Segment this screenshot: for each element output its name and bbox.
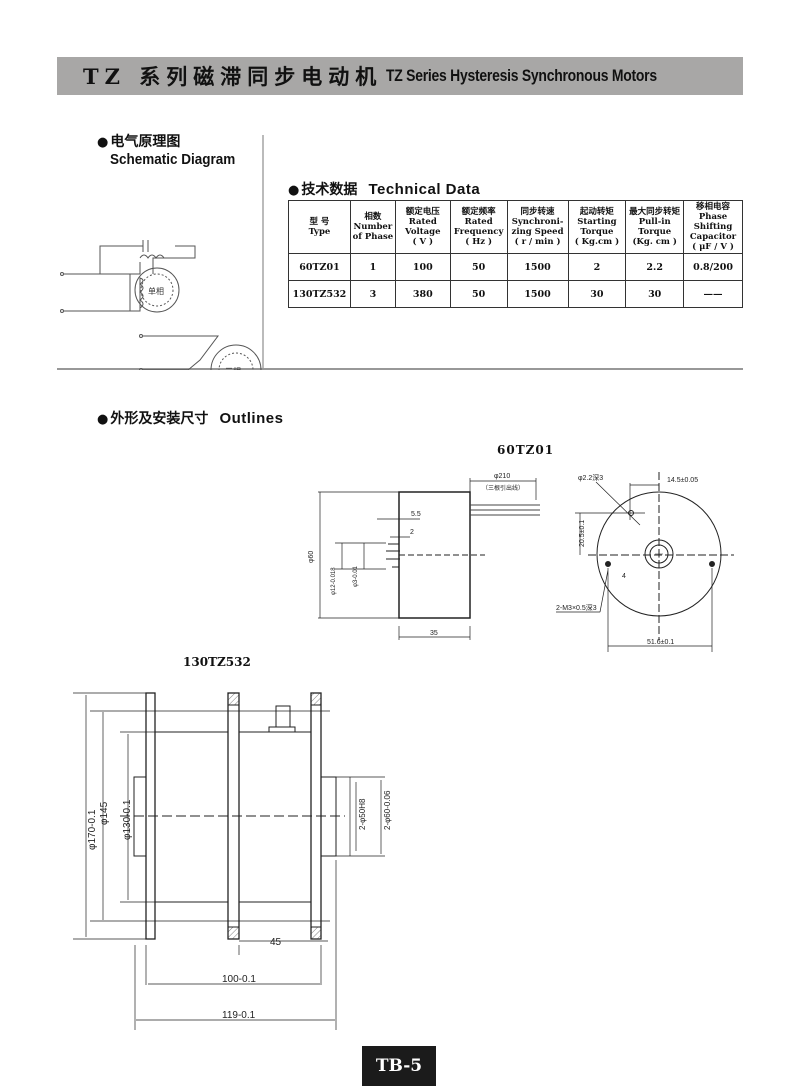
dim-dia-60: 2-φ60-0.06: [383, 790, 392, 830]
table-cell: 30: [567, 280, 627, 308]
table-cell: 130TZ532: [288, 280, 351, 308]
dim-20-5: 20.5±0.1: [579, 520, 586, 547]
dim-5-5: 5.5: [411, 511, 421, 518]
outlines-heading: ●外形及安装尺寸 Outlines: [97, 408, 283, 428]
dim-dia-3: φ3-0.01: [353, 565, 359, 587]
outlines-heading-en: Outlines: [219, 410, 284, 427]
page-number: TB-5: [362, 1046, 436, 1086]
table-cell: 1: [349, 253, 396, 281]
dim-dia-50: 2-φ50H8: [358, 798, 367, 830]
table-cell: 50: [449, 280, 508, 308]
table-cell: 3: [349, 280, 396, 308]
dim-thread: 2-M3×0.5深3: [556, 603, 597, 612]
table-cell: 1500: [506, 280, 569, 308]
dim-dia-130: φ130-0.1: [122, 799, 133, 840]
lead-note: （三根引出线）: [482, 484, 524, 492]
dim-dia-12: φ12-0.018: [331, 567, 337, 595]
dim-hole-2-2: φ2.2深3: [578, 473, 603, 482]
title-chinese: TZ 系列磁滞同步电动机: [83, 64, 383, 89]
dim-dia-60: φ60: [308, 551, 315, 563]
table-cell: 100: [394, 253, 451, 281]
dim-4: 4: [622, 573, 626, 580]
dim-lead-210: φ210: [494, 473, 510, 480]
single-phase-label: 单相: [148, 286, 164, 296]
technical-heading-cn: 技术数据: [301, 182, 358, 198]
technical-heading-en: Technical Data: [368, 181, 481, 198]
model-130tz532-label: 130TZ532: [183, 655, 251, 669]
dim-dia-145: φ145: [99, 801, 110, 825]
bullet-icon: ●: [97, 412, 109, 427]
schematic-heading: ●电气原理图 Schematic Diagram: [97, 131, 249, 168]
dim-45: 45: [270, 937, 282, 948]
dim-51-6: 51.6±0.1: [647, 639, 674, 646]
dim-dia-170: φ170-0.1: [87, 809, 98, 850]
table-cell: ——: [683, 280, 743, 308]
technical-heading: ●技术数据 Technical Data: [288, 179, 480, 199]
schematic-heading-en: Schematic Diagram: [110, 151, 236, 168]
dim-119: 119-0.1: [222, 1010, 256, 1021]
bullet-icon: ●: [97, 135, 109, 150]
dim-35: 35: [430, 630, 438, 637]
dim-2: 2: [410, 529, 414, 536]
three-phase-label: 三相: [225, 366, 241, 370]
dim-100: 100-0.1: [222, 974, 256, 985]
bullet-icon: ●: [288, 183, 300, 198]
title-bar: TZ 系列磁滞同步电动机 TZ Series Hysteresis Synchr…: [57, 57, 743, 95]
outlines-heading-cn: 外形及安装尺寸: [110, 411, 209, 427]
title-english: TZ Series Hysteresis Synchronous Motors: [386, 66, 658, 85]
schematic-heading-cn: 电气原理图: [110, 134, 181, 150]
dim-14-5: 14.5±0.05: [667, 477, 698, 484]
schematic-diagram: 单相 三相: [60, 240, 262, 370]
model-60tz01-label: 60TZ01: [497, 443, 555, 457]
